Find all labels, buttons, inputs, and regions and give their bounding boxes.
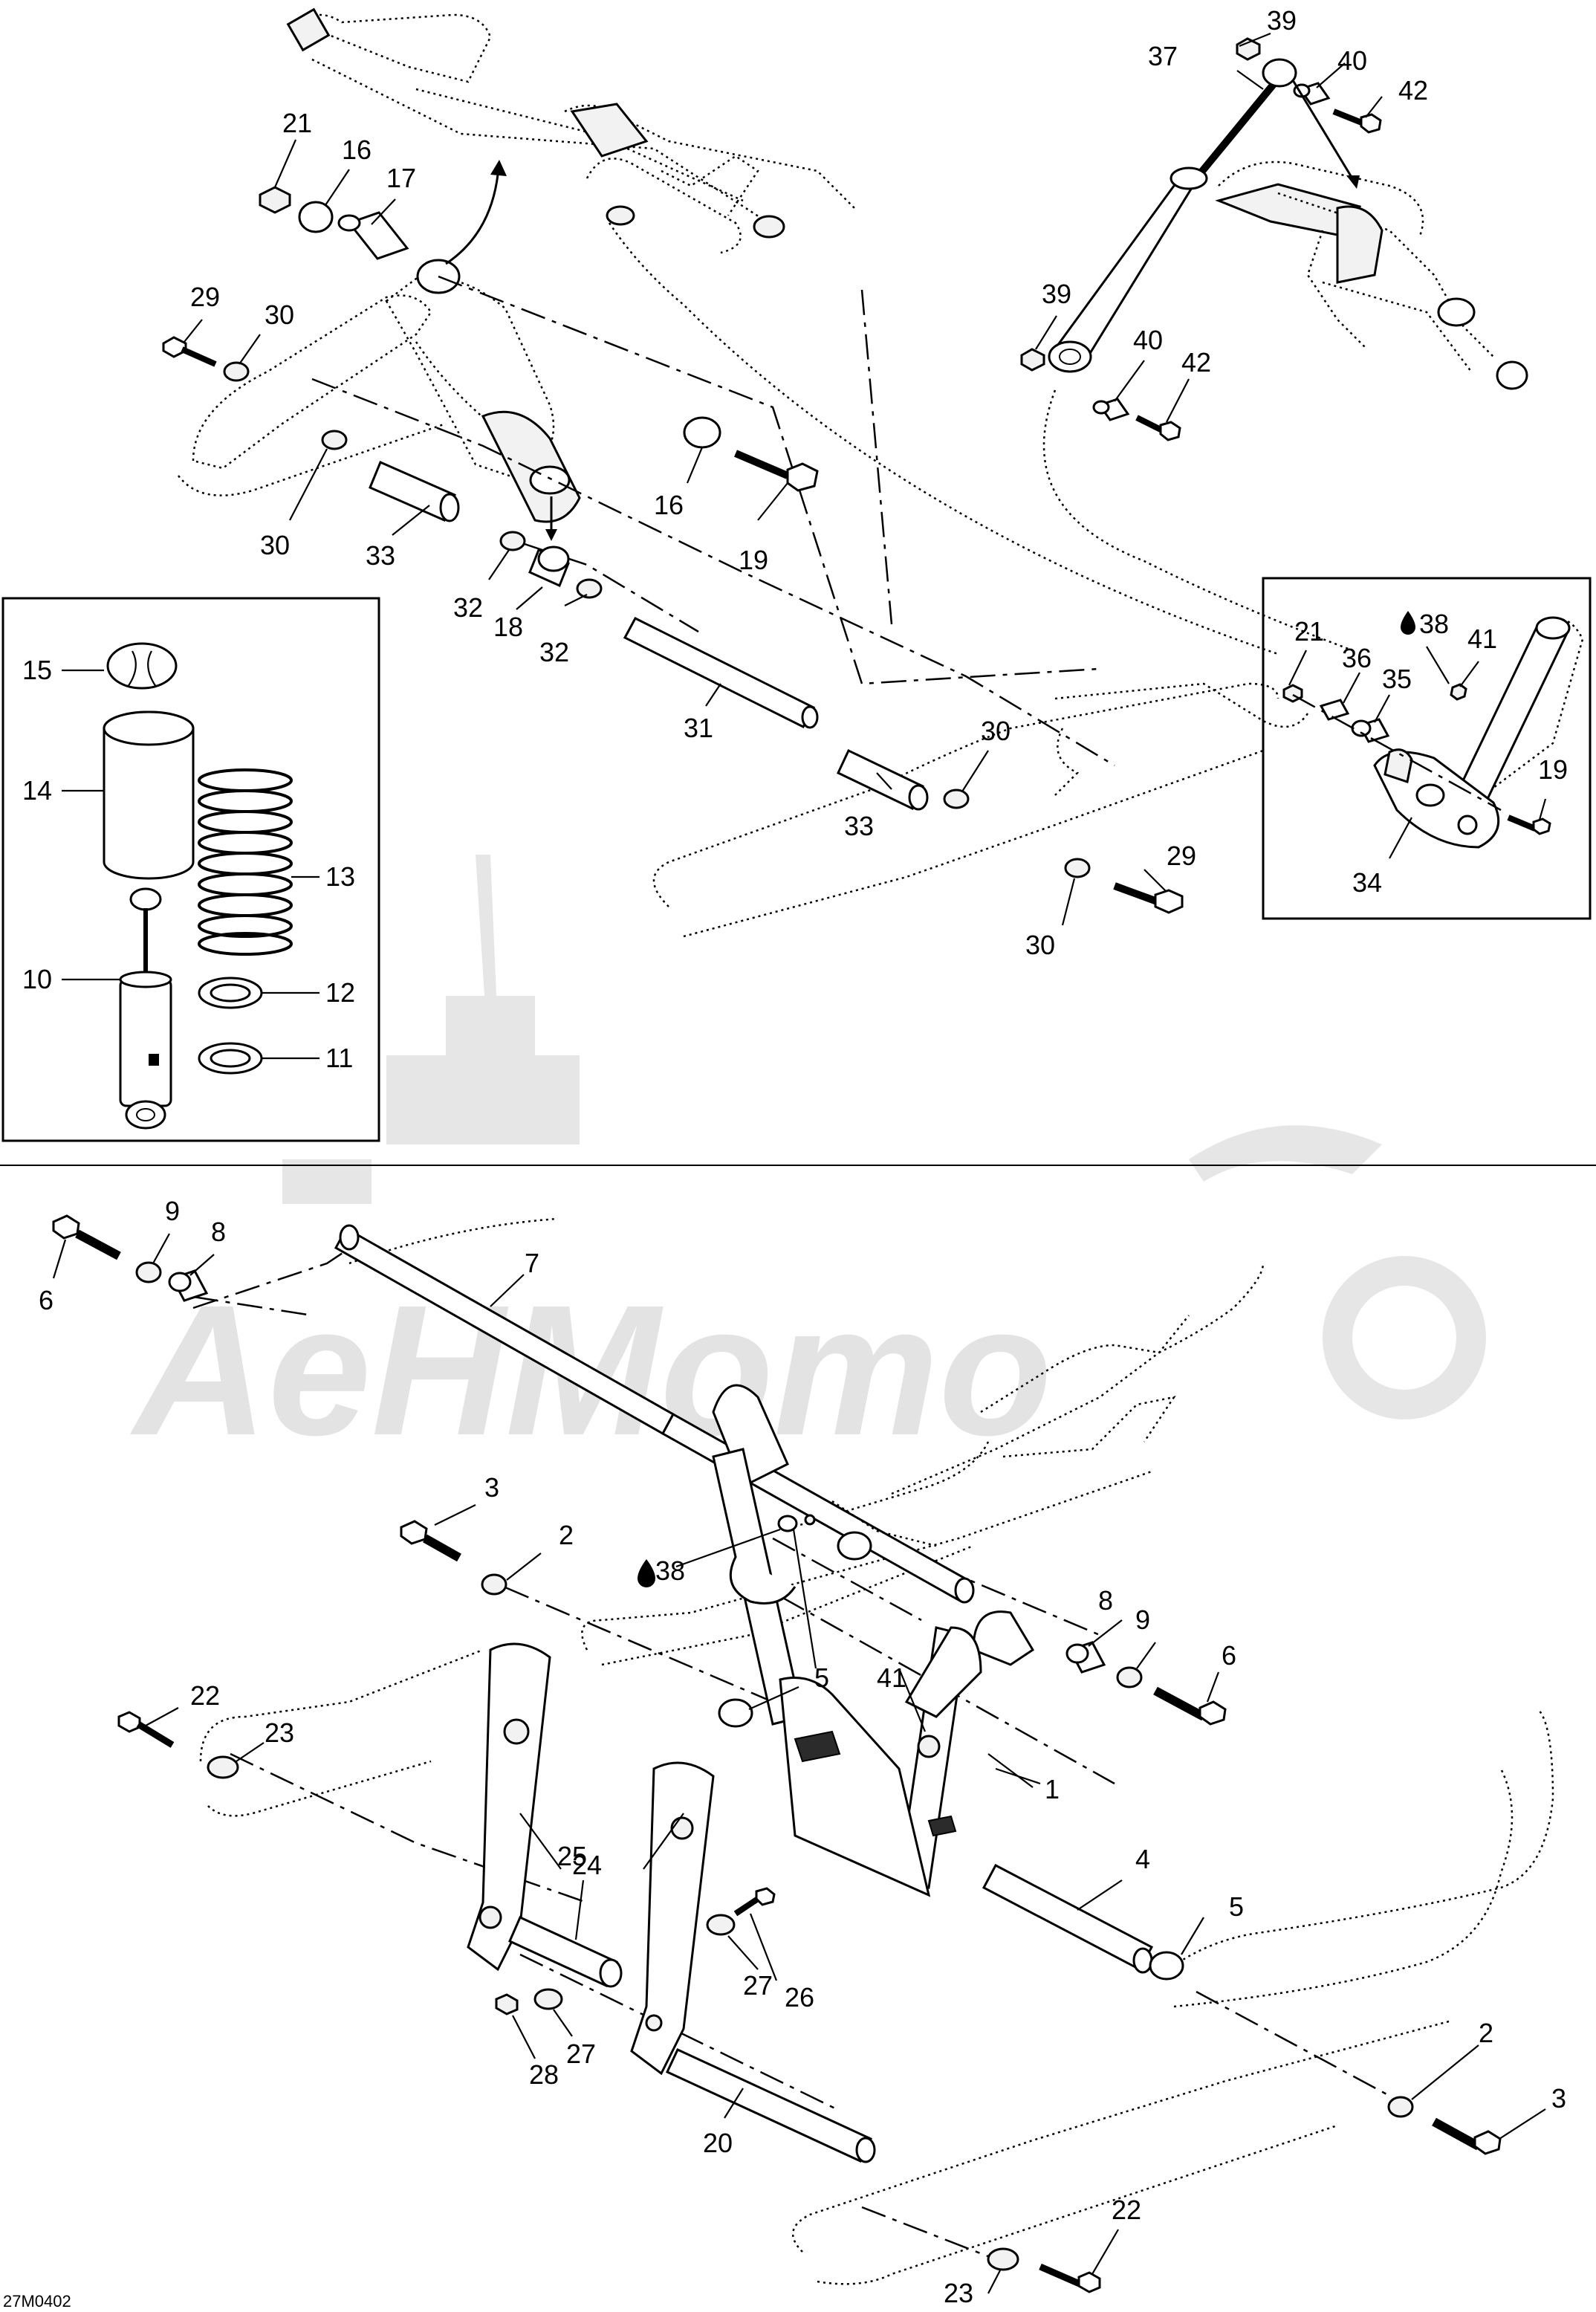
callout-28: 28	[529, 2059, 559, 2090]
callout-29: 29	[190, 282, 220, 312]
watermark: AeHMomo	[129, 855, 1486, 1474]
callout-39: 39	[1042, 279, 1071, 309]
callout-31: 31	[684, 713, 713, 743]
callout-40: 40	[1337, 45, 1367, 76]
callout-42: 42	[1181, 347, 1211, 378]
callout-6: 6	[39, 1285, 53, 1315]
lower-frame-outline	[199, 1217, 1554, 2285]
callout-16: 16	[654, 490, 684, 520]
callout-6: 6	[1222, 1640, 1236, 1671]
callout-27: 27	[743, 1970, 773, 2001]
callout-25: 25	[557, 1841, 587, 1871]
callout-41: 41	[1467, 624, 1497, 654]
callout-8: 8	[1098, 1585, 1113, 1616]
upper-rail-outline	[178, 294, 1309, 938]
callout-19: 19	[1538, 754, 1568, 785]
callout-3: 3	[1551, 2083, 1566, 2114]
callout-30: 30	[1025, 930, 1055, 960]
callout-38: 38	[1419, 609, 1449, 639]
callout-26: 26	[785, 1982, 814, 2013]
callout-12: 12	[325, 977, 355, 1008]
callout-39: 39	[1267, 5, 1297, 36]
callout-41: 41	[877, 1662, 906, 1693]
callout-2: 2	[559, 1520, 574, 1550]
callout-5: 5	[1229, 1891, 1244, 1922]
callout-21: 21	[1294, 616, 1324, 647]
callout-24: 24	[572, 1850, 602, 1880]
callout-1: 1	[1045, 1774, 1060, 1804]
callout-23: 23	[265, 1717, 294, 1748]
callout-18: 18	[493, 612, 523, 642]
callout-16: 16	[342, 135, 372, 165]
callout-5: 5	[814, 1662, 829, 1693]
droplet-icon	[1401, 611, 1415, 635]
callout-8: 8	[211, 1217, 226, 1247]
callout-29: 29	[1167, 841, 1196, 871]
callout-19: 19	[739, 545, 768, 575]
callout-32: 32	[453, 592, 483, 623]
lower-callouts: 6 9 8 7 3 2 38 41 5 8 9 6 1 4 5 22 23 25…	[39, 1196, 1566, 2308]
callout-14: 14	[22, 775, 52, 806]
rear-shock-assembly	[1020, 37, 1528, 652]
inset-callouts: 21 38 41 36 35 19 34	[1294, 609, 1568, 898]
upper-callouts: 21 16 17 29 30 30 33 32 18 32 16 19 31 3…	[190, 5, 1428, 960]
callout-15: 15	[22, 655, 52, 685]
callout-22: 22	[1112, 2195, 1141, 2225]
callout-11: 11	[325, 1043, 353, 1073]
callout-21: 21	[282, 108, 312, 138]
callout-33: 33	[844, 811, 874, 841]
callout-23: 23	[944, 2278, 973, 2308]
callout-3: 3	[484, 1472, 499, 1503]
upper-parts	[162, 160, 1184, 914]
callout-40: 40	[1133, 325, 1163, 355]
lower-parts	[52, 1214, 1502, 2293]
spring-kit-inset: 15 14 13 10 12 11	[1, 597, 380, 1142]
upper-leader-lines	[184, 32, 1383, 926]
callout-30: 30	[981, 716, 1011, 746]
callout-9: 9	[1135, 1605, 1150, 1635]
callout-37: 37	[1148, 41, 1178, 71]
callout-34: 34	[1352, 867, 1382, 898]
inset-leader-lines	[1288, 646, 1547, 859]
callout-7: 7	[525, 1248, 539, 1278]
callout-10: 10	[22, 964, 52, 994]
callout-30: 30	[260, 530, 290, 560]
callout-27: 27	[566, 2039, 596, 2069]
callout-22: 22	[190, 1680, 220, 1711]
callout-35: 35	[1382, 664, 1412, 694]
rear-arm-detail-inset	[1262, 577, 1592, 920]
callout-13: 13	[325, 861, 355, 892]
callout-33: 33	[366, 540, 395, 571]
callout-9: 9	[165, 1196, 180, 1226]
lower-leader-lines	[52, 1233, 1546, 2294]
callout-2: 2	[1479, 2018, 1493, 2048]
callout-20: 20	[703, 2128, 733, 2158]
diagram-code: 27M0402	[3, 2292, 71, 2311]
callout-42: 42	[1398, 75, 1428, 106]
callout-30: 30	[265, 299, 294, 330]
upper-axis-lines	[311, 275, 1115, 767]
callout-4: 4	[1135, 1844, 1150, 1874]
callout-17: 17	[386, 163, 416, 193]
callout-36: 36	[1342, 643, 1372, 673]
front-arm-outline	[286, 7, 1279, 655]
callout-32: 32	[539, 637, 569, 667]
callout-38: 38	[655, 1555, 685, 1586]
droplet-icon	[638, 1559, 655, 1587]
